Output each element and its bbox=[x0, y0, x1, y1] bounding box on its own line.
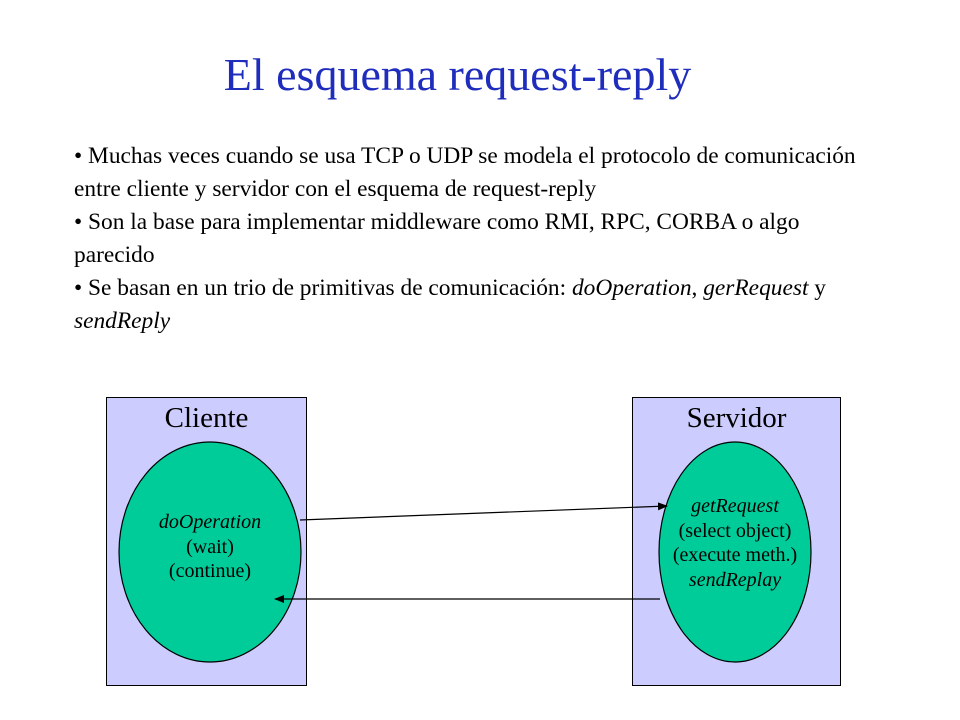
client-label: Cliente bbox=[164, 402, 249, 434]
bullet-text: , bbox=[691, 275, 704, 301]
server-process-ellipse bbox=[658, 441, 812, 663]
server-line-sendReplay: sendReplay bbox=[688, 568, 782, 591]
server-line-getRequest: getRequest bbox=[691, 495, 779, 517]
bullet-item: • Se basan en un trio de primitivas de c… bbox=[74, 272, 874, 338]
bullet-text: • Son la base para implementar middlewar… bbox=[74, 209, 800, 268]
client-process-ellipse bbox=[118, 441, 302, 663]
bullet-text: • Se basan en un trio de primitivas de c… bbox=[74, 275, 572, 301]
server-process-text: getRequest (select object) (execute meth… bbox=[645, 494, 825, 592]
client-line-continue: (continue) bbox=[168, 560, 252, 582]
client-line-doOperation: doOperation bbox=[158, 511, 262, 533]
client-process-text: doOperation (wait) (continue) bbox=[120, 510, 300, 584]
bullet-item: • Son la base para implementar middlewar… bbox=[74, 206, 874, 272]
client-line-wait: (wait) bbox=[186, 535, 234, 558]
bullet-list: • Muchas veces cuando se usa TCP o UDP s… bbox=[74, 140, 874, 338]
server-label: Servidor bbox=[686, 402, 787, 434]
bullet-text: • Muchas veces cuando se usa TCP o UDP s… bbox=[74, 143, 856, 202]
bullet-term-sendReply: sendReply bbox=[74, 308, 171, 334]
server-line-execute-meth: (execute meth.) bbox=[672, 544, 798, 566]
request-arrow bbox=[299, 502, 668, 521]
bullet-term-doOperation: doOperation bbox=[571, 275, 692, 301]
bullet-term-gerRequest: gerRequest bbox=[703, 275, 809, 301]
server-line-select-object: (select object) bbox=[678, 519, 792, 542]
slide-title: El esquema request-reply bbox=[223, 49, 692, 100]
bullet-item: • Muchas veces cuando se usa TCP o UDP s… bbox=[74, 140, 874, 206]
bullet-text: y bbox=[808, 275, 826, 301]
